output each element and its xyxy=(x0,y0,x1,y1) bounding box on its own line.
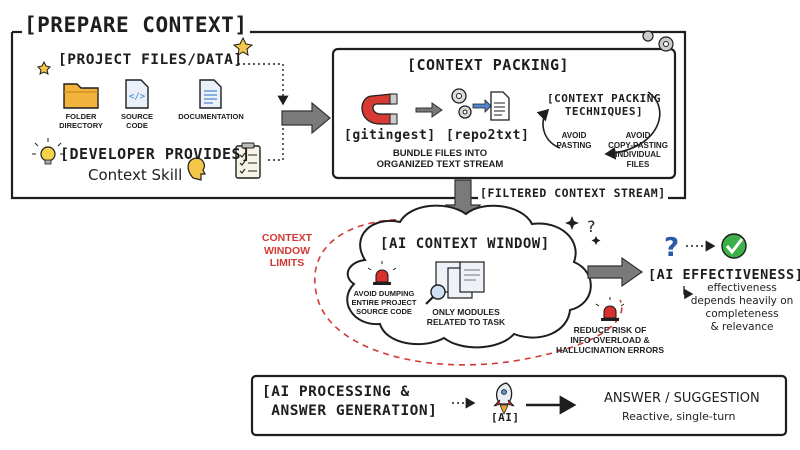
blue-question-mark-icon: ? xyxy=(664,233,679,263)
developer-to-packing-dotted-line xyxy=(268,128,284,161)
question-mark-icon: ? xyxy=(587,217,596,236)
context-packing-title: [CONTEXT PACKING] xyxy=(407,56,570,74)
ai-processing-box xyxy=(250,374,788,437)
folder-icon xyxy=(63,83,99,109)
rocket-icon xyxy=(493,382,515,415)
context-window-limits-dashed-ring xyxy=(314,218,623,366)
ai-label: [AI] xyxy=(491,411,520,424)
techniques-cycle-arrow xyxy=(604,91,661,160)
techniques-cycle-arrow xyxy=(536,108,561,149)
answer-suggestion-title: ANSWER / SUGGESTION xyxy=(604,391,760,406)
svg-text:</>: </> xyxy=(129,92,146,102)
filtered-context-stream-label: [FILTERED CONTEXT STREAM] xyxy=(478,186,668,200)
text-file-icon xyxy=(490,91,510,121)
checkmark-icon xyxy=(721,233,747,259)
document-icon xyxy=(199,79,222,109)
light-bulb-icon xyxy=(32,138,64,165)
project-to-packing-dotted-arrow xyxy=(238,63,289,106)
gitingest-to-repo2txt-arrow xyxy=(415,102,443,118)
magnet-icon xyxy=(361,93,398,125)
gears-icon xyxy=(451,88,472,119)
conversion-arrow-icon xyxy=(472,99,492,113)
gitingest-label: [gitingest] xyxy=(344,128,436,143)
alert-siren-icon xyxy=(367,261,397,285)
head-silhouette-icon xyxy=(187,157,206,181)
ai-context-window-title: [AI CONTEXT WINDOW] xyxy=(380,236,550,252)
ai-processing-title: [AI PROCESSING & ANSWER GENERATION] xyxy=(262,384,438,419)
alert-siren-icon xyxy=(595,297,625,321)
clipboard-checklist-icon xyxy=(235,142,261,179)
documents-magnifier-icon xyxy=(425,261,485,305)
effectiveness-bullet-arrow xyxy=(683,286,694,300)
project-files-title: [PROJECT FILES/DATA] xyxy=(58,52,243,68)
context-skill-label: Context Skill xyxy=(88,166,183,184)
code-file-icon: </> xyxy=(125,79,149,109)
prepare-context-frame xyxy=(10,30,687,200)
ai-effectiveness-title: [AI EFFECTIVENESS] xyxy=(648,267,800,283)
star-sparkle-icon xyxy=(232,36,254,56)
answer-suggestion-subtitle: Reactive, single-turn xyxy=(622,410,736,423)
into-packing-arrow xyxy=(281,101,331,135)
sparkle-icon xyxy=(591,236,601,245)
repo2txt-label: [repo2txt] xyxy=(446,128,530,143)
documentation-label: DOCUMENTATION xyxy=(178,112,244,121)
developer-provides-title: [DEVELOPER PROVIDES] xyxy=(60,145,251,163)
prepare-context-title: [PREPARE CONTEXT] xyxy=(24,13,248,37)
star-sparkle-icon xyxy=(37,60,51,75)
window-to-effectiveness-arrow xyxy=(587,256,644,288)
gears-decoration-icon xyxy=(642,30,674,52)
sparkle-icon xyxy=(565,216,579,230)
